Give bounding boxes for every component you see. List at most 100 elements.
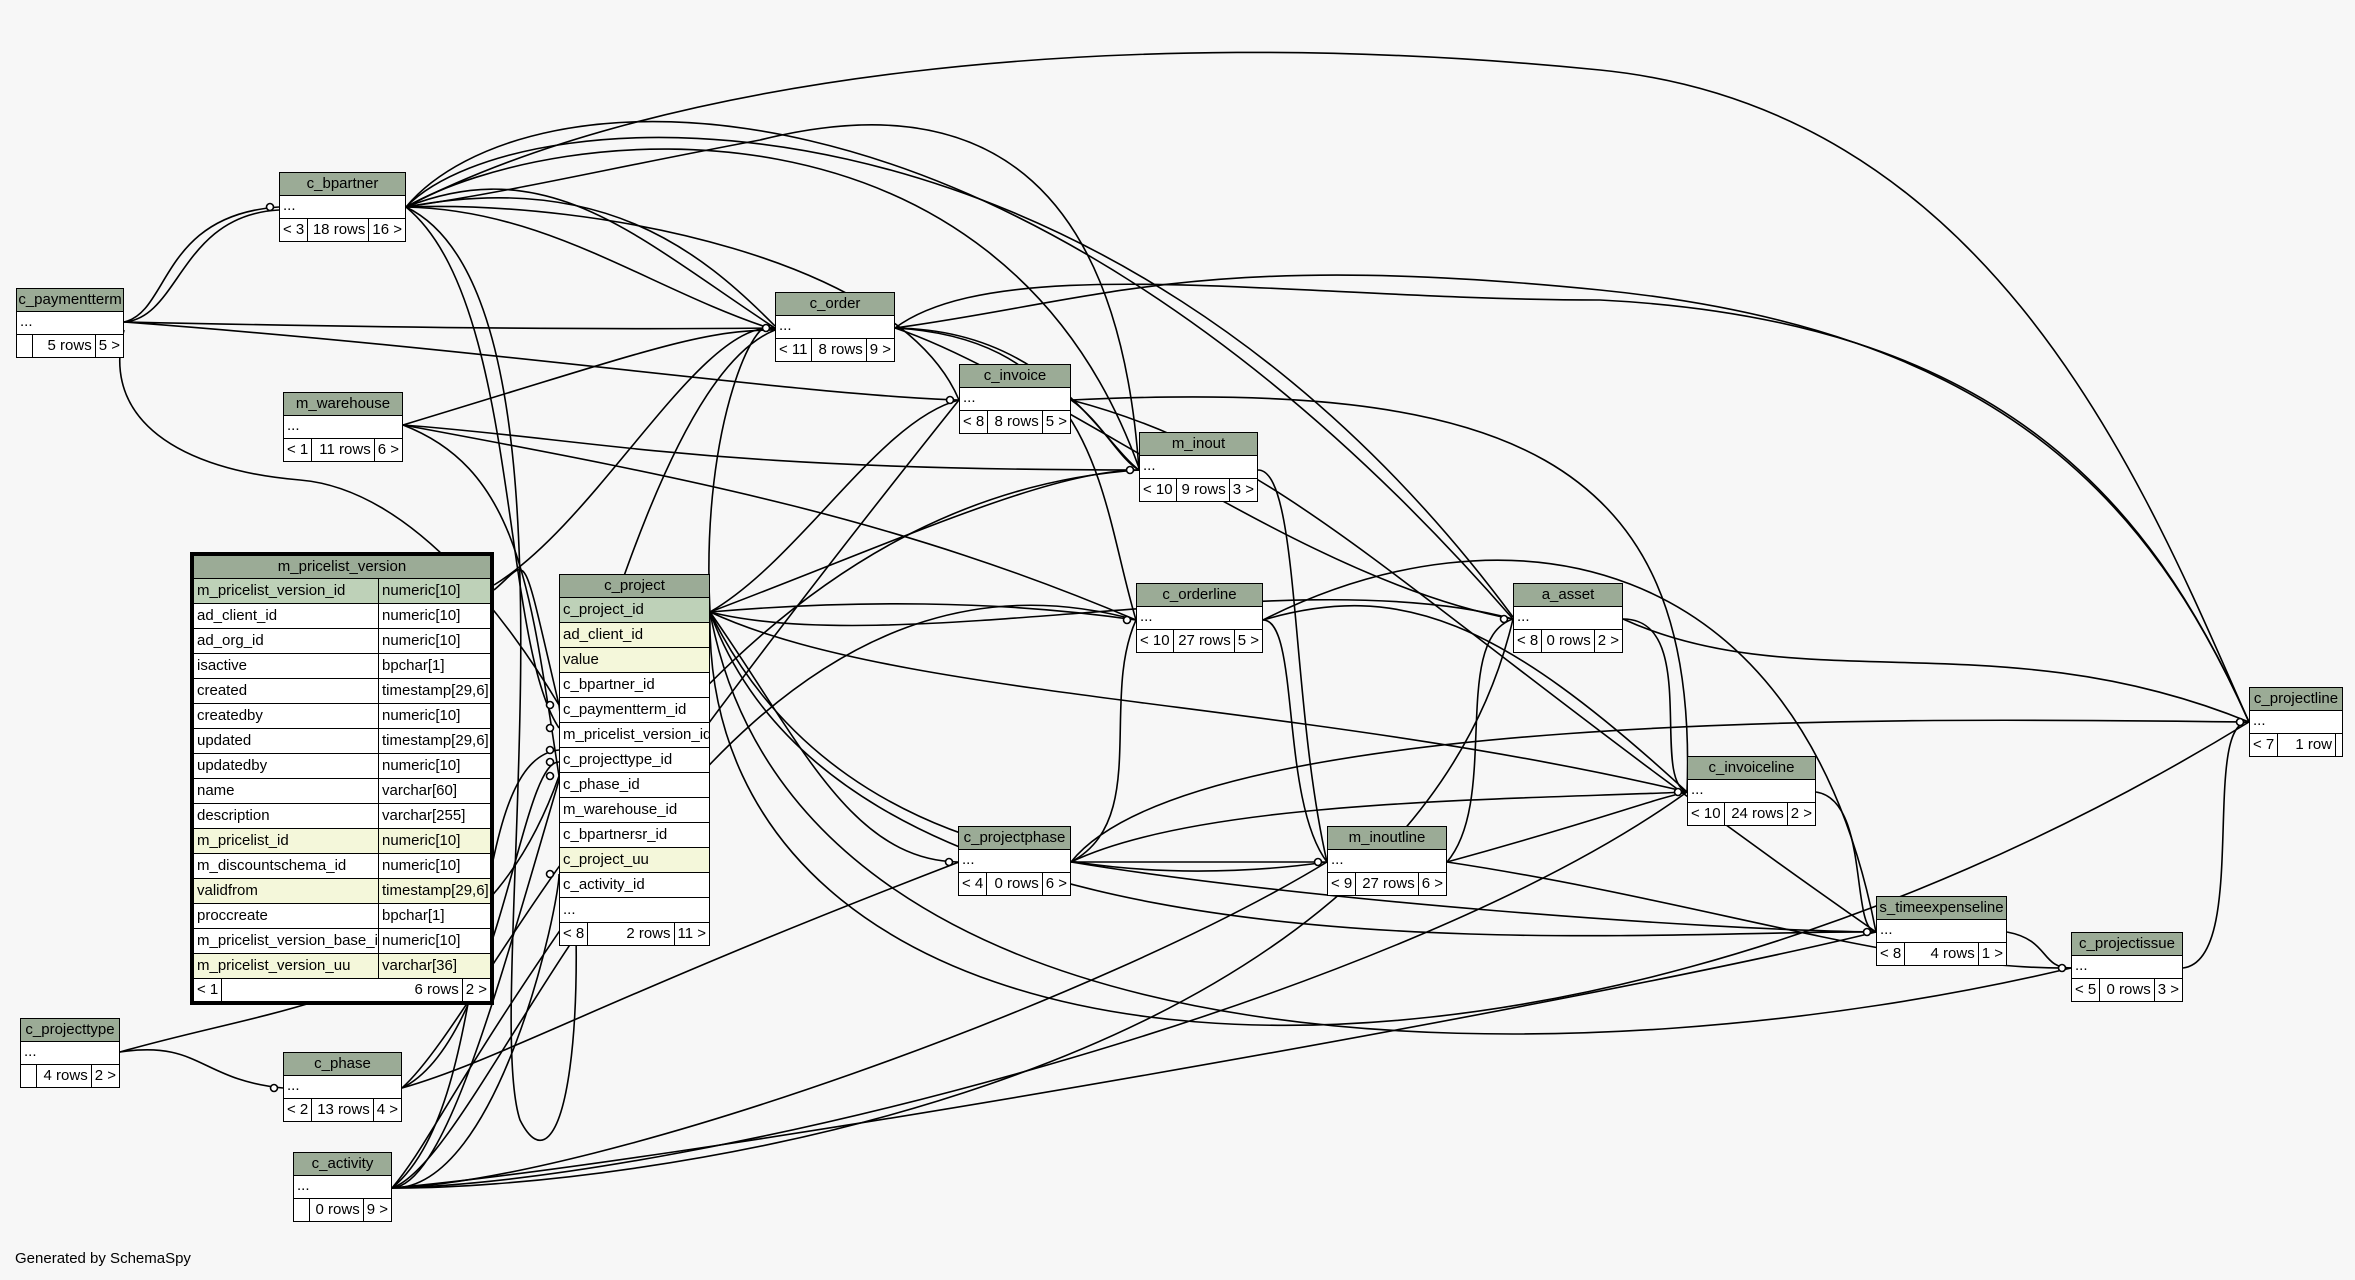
column-row[interactable]: value — [560, 648, 709, 673]
row-count[interactable]: 24 rows — [1725, 803, 1788, 825]
parents-count[interactable]: < 5 — [2072, 979, 2101, 1001]
column-row[interactable]: m_warehouse_id — [560, 798, 709, 823]
parents-count[interactable]: < 8 — [960, 411, 989, 433]
row-count[interactable]: 0 rows — [1542, 630, 1595, 652]
row-count[interactable]: 11 rows — [312, 439, 375, 461]
parents-count[interactable]: < 8 — [560, 923, 589, 945]
column-row[interactable]: c_paymentterm_id — [560, 698, 709, 723]
table-title[interactable]: a_asset — [1514, 584, 1622, 607]
parents-count[interactable]: < 10 — [1688, 803, 1725, 825]
row-count[interactable]: 13 rows — [312, 1099, 374, 1121]
children-count[interactable]: 9 > — [366, 1201, 388, 1218]
row-count[interactable]: 27 rows — [1174, 630, 1235, 652]
row-count[interactable]: 9 rows — [1177, 479, 1230, 501]
table-title[interactable]: c_invoice — [960, 365, 1070, 388]
parents-count[interactable]: < 4 — [959, 873, 988, 895]
table-title[interactable]: c_orderline — [1137, 584, 1262, 607]
parents-count[interactable]: < 1 — [194, 979, 223, 1001]
parents-count[interactable]: < 8 — [1877, 943, 1906, 965]
table-title[interactable]: c_activity — [294, 1153, 391, 1176]
table-title[interactable]: c_bpartner — [280, 173, 405, 196]
table-title[interactable]: m_warehouse — [284, 393, 402, 416]
children-count[interactable]: 5 > — [98, 337, 120, 354]
row-count[interactable]: 27 rows — [1356, 873, 1419, 895]
column-row[interactable]: c_projecttype_id — [560, 748, 709, 773]
column-row[interactable]: c_project_id — [560, 598, 709, 623]
children-count[interactable]: 11 > — [677, 925, 707, 942]
table-title[interactable]: c_phase — [284, 1053, 401, 1076]
table-title[interactable]: c_paymentterm — [17, 289, 123, 312]
children-count[interactable]: 2 > — [94, 1067, 116, 1084]
table-title[interactable]: c_invoiceline — [1688, 757, 1815, 780]
table-title[interactable]: m_pricelist_version — [194, 556, 490, 579]
parents-count[interactable]: < 8 — [1514, 630, 1543, 652]
table-title[interactable]: c_projectline — [2250, 688, 2342, 711]
children-count[interactable]: 5 > — [1045, 413, 1067, 430]
row-count[interactable]: 6 rows — [222, 979, 463, 1001]
table-title[interactable]: s_timeexpenseline — [1877, 897, 2006, 920]
children-count[interactable] — [2336, 734, 2342, 756]
parents-count[interactable]: < 11 — [776, 339, 812, 361]
table-title[interactable]: m_inout — [1140, 433, 1257, 456]
table-title[interactable]: c_projecttype — [21, 1019, 119, 1042]
row-count[interactable]: 0 rows — [310, 1199, 364, 1221]
table-title[interactable]: m_inoutline — [1328, 827, 1446, 850]
children-count[interactable]: 4 > — [376, 1101, 398, 1118]
parents-count[interactable]: < 3 — [280, 219, 309, 241]
row-count[interactable]: 8 rows — [812, 339, 867, 361]
row-count[interactable]: 5 rows — [33, 335, 96, 357]
table-title[interactable]: c_projectissue — [2072, 933, 2182, 956]
column-row[interactable]: c_phase_id — [560, 773, 709, 798]
children-count[interactable]: 16 > — [372, 221, 402, 238]
children-count[interactable]: 3 > — [1232, 481, 1254, 498]
row-count[interactable]: 18 rows — [308, 219, 370, 241]
parents-count[interactable]: < 10 — [1140, 479, 1177, 501]
column-row[interactable]: c_bpartnersr_id — [560, 823, 709, 848]
children-count[interactable]: 6 > — [377, 441, 399, 458]
parents-count[interactable]: < 7 — [2250, 734, 2279, 756]
column-row[interactable]: c_bpartner_id — [560, 673, 709, 698]
children-count[interactable]: 5 > — [1237, 632, 1259, 649]
children-count[interactable]: 6 > — [1045, 875, 1067, 892]
children-count[interactable]: 1 > — [1981, 945, 2003, 962]
parents-count[interactable] — [17, 335, 33, 357]
parents-count[interactable] — [294, 1199, 310, 1221]
children-count[interactable]: 3 > — [2157, 981, 2179, 998]
children-count[interactable]: 2 > — [1597, 632, 1619, 649]
row-count[interactable]: 4 rows — [1905, 943, 1979, 965]
parents-count[interactable]: < 2 — [284, 1099, 313, 1121]
column-row[interactable]: ad_client_id — [560, 623, 709, 648]
row-count[interactable]: 2 rows — [588, 923, 675, 945]
table-title[interactable]: c_projectphase — [959, 827, 1070, 850]
table-title[interactable]: c_order — [776, 293, 894, 316]
parents-count[interactable] — [21, 1065, 37, 1087]
column-row[interactable]: c_activity_id — [560, 873, 709, 898]
column-row[interactable]: c_project_uu — [560, 848, 709, 873]
